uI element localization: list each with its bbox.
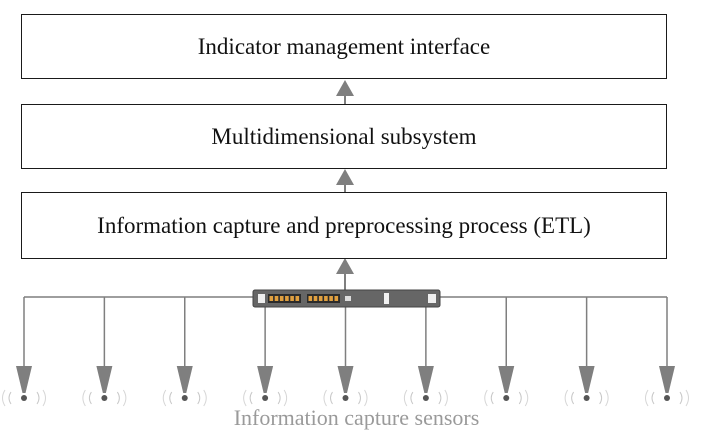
sensor-node-dot (21, 395, 27, 401)
signal-arc-icon (8, 391, 12, 405)
network-switch (252, 289, 441, 308)
port-led-icon (290, 296, 294, 301)
port-led-icon (295, 296, 300, 301)
sensor-node-dot (583, 395, 590, 401)
signal-arc-icon (122, 389, 127, 407)
sensor-node-dot (181, 395, 188, 401)
connector-arrows (336, 80, 354, 291)
arrowhead (336, 80, 354, 96)
signal-arc-icon (444, 389, 448, 407)
sensor-node-dot (262, 395, 269, 401)
sensor-node-dot (664, 395, 670, 401)
switch-panel-icon (384, 293, 389, 304)
signal-arc-icon (364, 389, 368, 407)
port-led-icon (279, 296, 284, 301)
sensor-node-dot (342, 395, 349, 401)
signal-arc-icon (599, 391, 603, 405)
sensor-funnel-icon (257, 366, 274, 393)
signal-arc-icon (679, 391, 683, 405)
sensor-funnel-icon (16, 366, 32, 393)
signal-arc-icon (571, 391, 575, 405)
sensor-funnel-icon (337, 366, 354, 393)
signal-arc-icon (88, 391, 92, 405)
status-led-icon (345, 296, 351, 301)
arrowhead (336, 258, 354, 274)
sensors-caption: Information capture sensors (233, 405, 480, 430)
port-led-icon (313, 296, 318, 301)
signal-arc-icon (645, 389, 649, 407)
sensor-node-dot (503, 395, 510, 401)
arrowhead (336, 169, 354, 185)
signal-arc-icon (169, 391, 173, 405)
port-led-icon (269, 296, 274, 301)
signal-arc-icon (518, 391, 522, 405)
port-led-icon (308, 296, 313, 301)
signal-arc-icon (82, 389, 86, 407)
port-group-icon (307, 294, 340, 303)
sensor-node-dot (101, 395, 108, 401)
sensor-node-dot (422, 395, 429, 401)
signal-arc-icon (330, 391, 333, 405)
sensor-funnel-icon (417, 366, 434, 393)
signal-arc-icon (403, 389, 408, 407)
signal-arc-icon (197, 391, 201, 405)
signal-arc-icon (243, 389, 247, 407)
signal-arc-icon (116, 391, 120, 405)
signal-arc-icon (162, 389, 167, 407)
signal-arc-icon (651, 391, 655, 405)
signal-arc-icon (277, 391, 281, 405)
signal-arc-icon (36, 391, 40, 405)
signal-arc-icon (42, 389, 46, 407)
port-group-icon (268, 294, 301, 303)
switch-ear-icon (428, 294, 436, 303)
signal-arc-icon (564, 389, 569, 407)
layer-box-etl-process: Information capture and preprocessing pr… (21, 192, 667, 259)
port-led-icon (329, 296, 333, 301)
signal-arc-icon (410, 391, 414, 405)
sensor-funnel-icon (498, 366, 515, 393)
signal-arc-icon (2, 389, 6, 407)
port-led-icon (318, 296, 323, 301)
sensor-array (2, 296, 689, 407)
switch-ear-icon (258, 294, 265, 303)
signal-arc-icon (685, 389, 689, 407)
port-led-icon (334, 296, 339, 301)
port-led-icon (285, 296, 289, 301)
signal-arc-icon (524, 389, 529, 407)
signal-arc-icon (249, 391, 253, 405)
signal-arc-icon (490, 391, 494, 405)
layer-label: Indicator management interface (197, 33, 491, 59)
signal-arc-icon (438, 391, 442, 405)
layer-box-multidimensional-subsystem: Multidimensional subsystem (21, 104, 667, 169)
layer-label: Multidimensional subsystem (211, 123, 477, 149)
signal-arc-icon (283, 389, 288, 407)
layer-box-indicator-management: Indicator management interface (21, 14, 667, 79)
port-led-icon (274, 296, 279, 301)
layer-label: Information capture and preprocessing pr… (97, 212, 591, 238)
signal-arc-icon (605, 389, 609, 407)
port-led-icon (324, 296, 328, 301)
sensor-funnel-icon (176, 366, 193, 393)
sensor-funnel-icon (659, 366, 675, 393)
sensor-funnel-icon (578, 366, 595, 393)
signal-arc-icon (358, 391, 361, 405)
sensor-funnel-icon (96, 366, 113, 393)
signal-arc-icon (323, 389, 327, 407)
signal-arc-icon (203, 389, 207, 407)
signal-arc-icon (484, 389, 488, 407)
